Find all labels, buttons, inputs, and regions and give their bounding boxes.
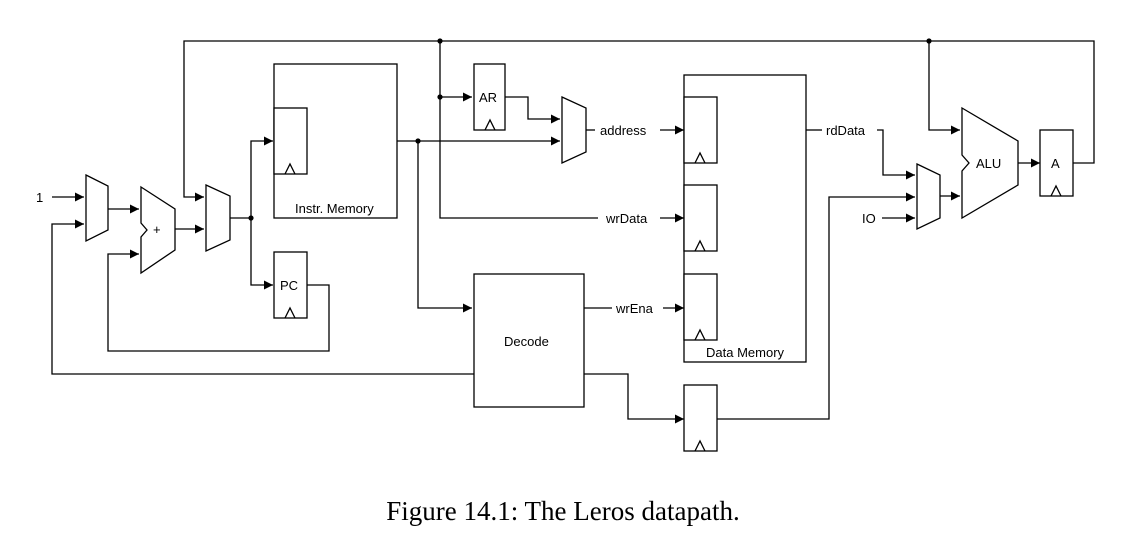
- pc-register: PC: [273, 251, 308, 319]
- decode-register: [683, 384, 718, 452]
- svg-text:A: A: [1051, 156, 1060, 171]
- mux-next-pc: [205, 183, 231, 253]
- figure-caption: Figure 14.1: The Leros datapath.: [386, 496, 740, 526]
- alu: ALU: [961, 106, 1019, 220]
- rddata-label: rdData: [826, 123, 866, 138]
- wires: [51, 40, 1095, 424]
- svg-text:Decode: Decode: [504, 334, 549, 349]
- junction-dots: [248, 38, 932, 221]
- decode-unit: Decode: [473, 273, 585, 408]
- mux-alu-input: [916, 162, 941, 231]
- adder: +: [140, 185, 176, 275]
- wrena-label: wrEna: [615, 301, 654, 316]
- ar-register: AR: [473, 63, 506, 131]
- svg-text:+: +: [153, 222, 161, 237]
- data-memory: Data Memory: [683, 74, 807, 363]
- mux-pc-input: [85, 173, 109, 243]
- const-one-label: 1: [36, 190, 43, 205]
- svg-text:ALU: ALU: [976, 156, 1001, 171]
- accumulator-register: A: [1039, 129, 1074, 197]
- address-label: address: [600, 123, 647, 138]
- wrdata-label: wrData: [605, 211, 648, 226]
- instr-memory: Instr. Memory: [273, 63, 398, 219]
- svg-text:Data Memory: Data Memory: [706, 345, 785, 360]
- mux-address: [561, 95, 587, 165]
- io-label: IO: [862, 211, 876, 226]
- svg-text:PC: PC: [280, 278, 298, 293]
- svg-text:Instr. Memory: Instr. Memory: [295, 201, 374, 216]
- svg-text:AR: AR: [479, 90, 497, 105]
